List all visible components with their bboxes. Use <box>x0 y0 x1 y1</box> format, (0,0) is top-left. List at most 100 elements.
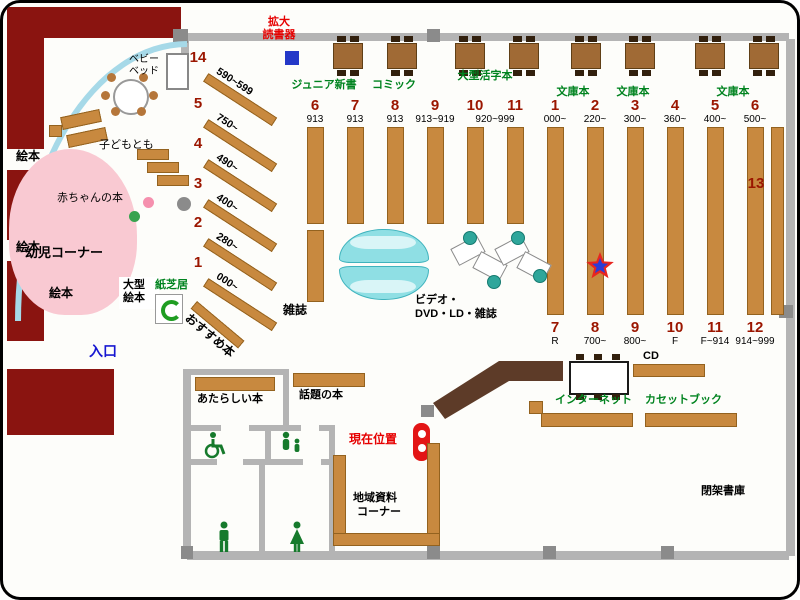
shelf-number: 13 <box>747 175 765 192</box>
wall-corridor-div <box>283 369 289 431</box>
picture-books-label: 絵本 <box>15 149 40 163</box>
service-counter <box>433 361 563 419</box>
local-materials-label: コーナー <box>357 506 401 518</box>
stool <box>533 269 547 283</box>
bookshelf <box>427 127 444 224</box>
wall-east <box>786 39 795 556</box>
step-shelf <box>137 149 169 160</box>
bookshelf <box>307 127 324 224</box>
wall-left-1 <box>7 7 44 149</box>
kamishibai-icon <box>161 300 182 321</box>
reading-table <box>695 36 725 76</box>
shelf-number: 1 <box>193 254 203 271</box>
shelf-number: 12 <box>746 319 764 336</box>
shelf-range-label: 360~ <box>663 114 687 125</box>
shelf-number: 11 <box>707 319 723 336</box>
current-location-marker <box>413 423 430 461</box>
shelf-range-label: 000~ <box>543 114 567 125</box>
bookshelf <box>707 127 724 315</box>
topic-books-shelf <box>293 373 365 387</box>
entrance-block <box>7 369 114 435</box>
closed-stacks-label: 閉架書庫 <box>701 485 745 497</box>
shelf-number: 9 <box>630 319 640 336</box>
shelf-number: 4 <box>670 97 680 114</box>
shelf-number: 11 <box>507 97 523 114</box>
category-junior-shinsho: ジュニア新書 <box>291 79 357 91</box>
topic-books-label: 話題の本 <box>299 389 343 401</box>
label-bg <box>119 277 159 309</box>
bookshelf <box>747 127 764 315</box>
shelf-number: 7 <box>350 97 360 114</box>
wall-north <box>181 33 789 41</box>
wall-restroom-2 <box>249 425 301 431</box>
new-books-label: あたらしい本 <box>197 393 263 405</box>
magazines-label: 雑誌 <box>283 303 308 317</box>
shelf-number: 6 <box>310 97 320 114</box>
pillar <box>427 29 440 42</box>
bookshelf-13 <box>771 127 784 315</box>
bookshelf <box>541 413 633 427</box>
picture-books-label: 絵本 <box>49 286 74 300</box>
cd-shelf <box>633 364 705 377</box>
shelf-number: 5 <box>710 97 720 114</box>
category-bunko: 文庫本 <box>556 86 590 98</box>
magnifier-label: 読書器 <box>262 29 296 41</box>
bookshelf <box>627 127 644 315</box>
bookshelf <box>547 127 564 315</box>
stool <box>511 231 525 245</box>
wall-restroom-div-bottom <box>259 465 265 551</box>
reading-table <box>509 36 539 76</box>
magnifier-device-icon <box>285 51 299 65</box>
wall-south <box>187 551 789 560</box>
toddler-area <box>9 149 137 315</box>
baby-bed <box>166 53 189 90</box>
shelf-number: 1 <box>550 97 560 114</box>
local-materials-shelf <box>333 455 346 545</box>
bookshelf <box>529 401 543 414</box>
area-label: 幼児コーナー <box>25 245 104 260</box>
baby-bed-label: ベッド <box>129 66 159 77</box>
star-marker <box>586 252 614 279</box>
internet-label: インターネット <box>555 394 632 406</box>
video-label: ビデオ・ <box>415 294 459 306</box>
shelf-number: 3 <box>630 97 640 114</box>
entrance-label: 入口 <box>89 343 117 359</box>
shelf-range-label: 920~999 <box>475 114 515 125</box>
shelf-number: 14 <box>189 49 207 66</box>
shelf-range-label: 913 <box>346 114 364 125</box>
floor-cushion <box>143 197 154 208</box>
stool <box>107 73 116 82</box>
shelf-range-label: 300~ <box>623 114 647 125</box>
wall-restroom-6 <box>321 459 335 465</box>
reading-table <box>749 36 779 76</box>
shelf-number: 9 <box>430 97 440 114</box>
reading-table <box>571 36 601 76</box>
shelf-number: 2 <box>590 97 600 114</box>
shelf-number: 8 <box>390 97 400 114</box>
internet-table <box>569 354 629 400</box>
reading-table <box>333 36 363 76</box>
video-label: DVD・LD・雑誌 <box>415 308 497 320</box>
stool <box>463 231 477 245</box>
bookshelf <box>347 127 364 224</box>
shelf-range-label: 500~ <box>743 114 767 125</box>
category-comic: コミック <box>372 79 416 91</box>
category-bunko: 文庫本 <box>616 86 650 98</box>
current-location-label: 現在位置 <box>349 432 398 446</box>
wall-restroom-4 <box>191 459 217 465</box>
parent-child-icon <box>282 431 300 452</box>
wheelchair-icon <box>204 432 226 459</box>
wall-corridor <box>189 369 285 375</box>
step-shelf <box>147 162 179 173</box>
new-books-shelf <box>195 377 275 391</box>
shelf-number: 10 <box>466 97 484 114</box>
cassette-book-label: カセットブック <box>645 394 722 406</box>
mens-restroom-icon <box>219 521 229 552</box>
local-materials-shelf <box>427 443 440 545</box>
picture-books-label: 絵本 <box>15 240 40 254</box>
wall-restroom-div-top <box>265 425 271 459</box>
womens-restroom-icon <box>290 521 304 552</box>
bookshelf <box>507 127 524 224</box>
shelf-range-label: 220~ <box>583 114 607 125</box>
